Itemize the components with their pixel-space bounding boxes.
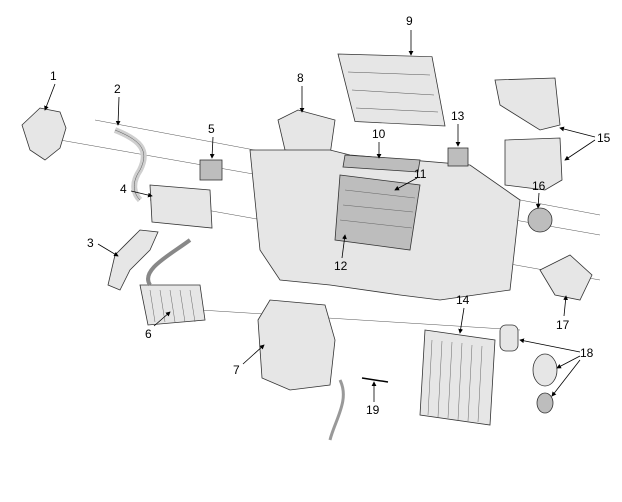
callout-4: 4	[120, 182, 127, 196]
part-18-grommet	[536, 392, 554, 414]
callout-8: 8	[297, 71, 304, 85]
callout-2: 2	[114, 82, 121, 96]
callout-3: 3	[87, 236, 94, 250]
callout-18: 18	[580, 346, 594, 360]
part-14-evaporator	[419, 329, 496, 426]
part-6-heater-core	[139, 238, 206, 326]
part-16-gear	[527, 207, 553, 233]
part-15-panel-upper	[494, 77, 561, 131]
leader-lines	[44, 30, 596, 402]
part-8-blower-housing	[277, 109, 336, 156]
part-13-actuator	[447, 147, 469, 167]
callout-labels: 1 2 3 4 5 6 7 8 9 10 11 12 13 14 15 16 1…	[50, 14, 611, 417]
callout-7: 7	[233, 363, 240, 377]
callout-12: 12	[334, 259, 348, 273]
callout-13: 13	[451, 109, 465, 123]
part-18-seal	[532, 353, 558, 387]
callout-10: 10	[372, 127, 386, 141]
callout-11: 11	[414, 167, 427, 181]
callout-19: 19	[366, 403, 380, 417]
callout-9: 9	[406, 14, 413, 28]
part-1-duct	[21, 107, 67, 161]
part-3-bracket	[107, 229, 159, 291]
part-10-filter-frame	[342, 154, 421, 173]
callout-6: 6	[145, 327, 152, 341]
main-hvac-case	[249, 149, 521, 301]
callout-1: 1	[50, 69, 57, 83]
part-4-heater-core	[149, 184, 213, 229]
part-15-panel-lower	[504, 137, 563, 191]
part-5-actuator	[199, 159, 223, 181]
part-18-gasket	[499, 324, 519, 352]
callout-17: 17	[556, 318, 570, 332]
callout-14: 14	[456, 293, 470, 307]
callout-16: 16	[532, 179, 546, 193]
part-7-lower-case	[257, 299, 336, 391]
callout-15: 15	[597, 131, 611, 145]
part-9-cabin-filter	[337, 53, 446, 127]
callout-5: 5	[208, 122, 215, 136]
part-17-duct	[539, 254, 593, 301]
part-19-sensor	[361, 377, 389, 383]
